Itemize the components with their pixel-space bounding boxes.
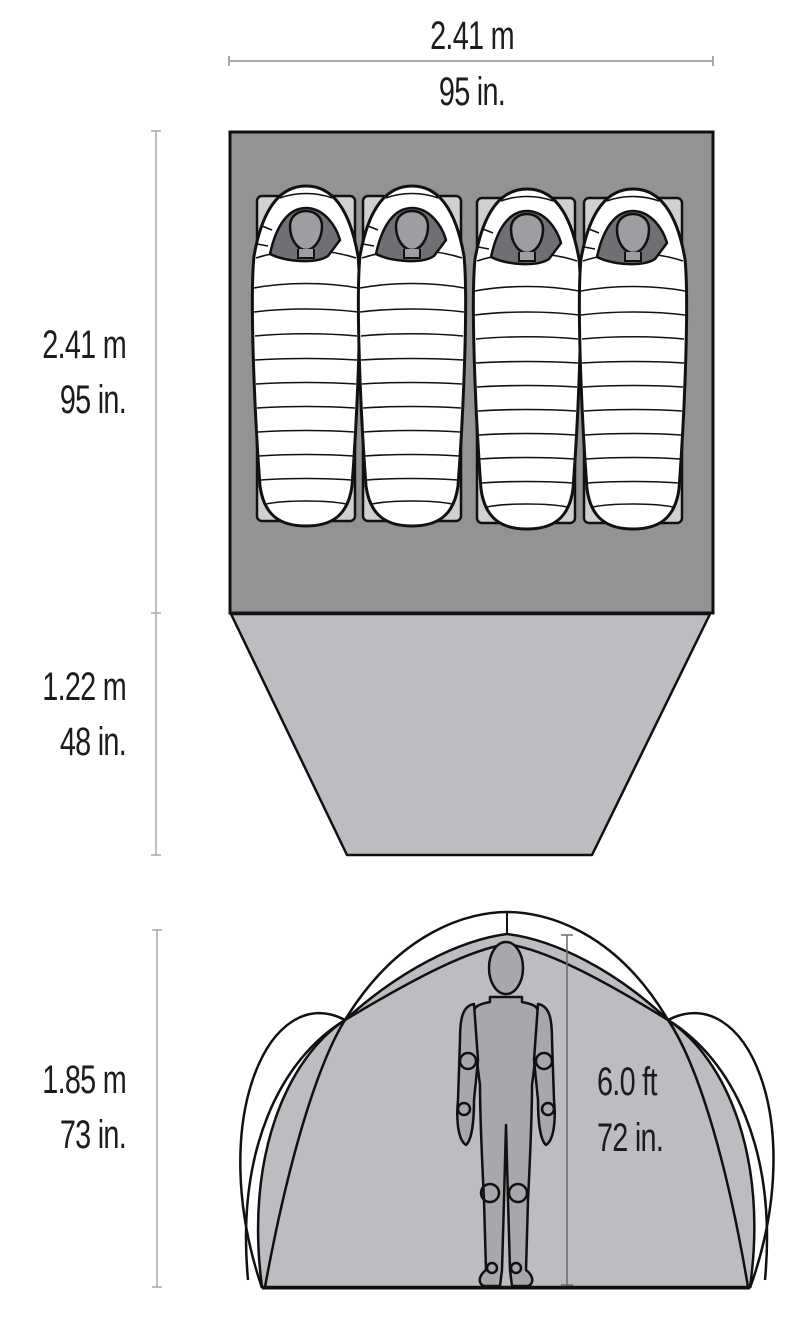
vestibule-depth-imperial: 48 in. [59,720,127,764]
floor-width-imperial: 95 in. [438,70,506,114]
peak-height-dimension-line [152,929,162,1288]
vestibule-depth-metric: 1.22 m [42,665,126,709]
length-dimension-line [151,130,161,856]
person-figure [456,940,556,1288]
floor-length-imperial: 95 in. [59,378,127,422]
floor-length-metric: 2.41 m [42,323,126,367]
floor-width-metric: 2.41 m [430,14,514,58]
person-height-line [561,934,573,1286]
person-height-feet: 6.0 ft [597,1060,657,1104]
person-height-imperial: 72 in. [597,1116,664,1160]
peak-height-metric: 1.85 m [42,1058,126,1102]
vestibule-area [229,612,712,857]
peak-height-imperial: 73 in. [59,1113,127,1157]
width-dimension-line [228,56,714,66]
